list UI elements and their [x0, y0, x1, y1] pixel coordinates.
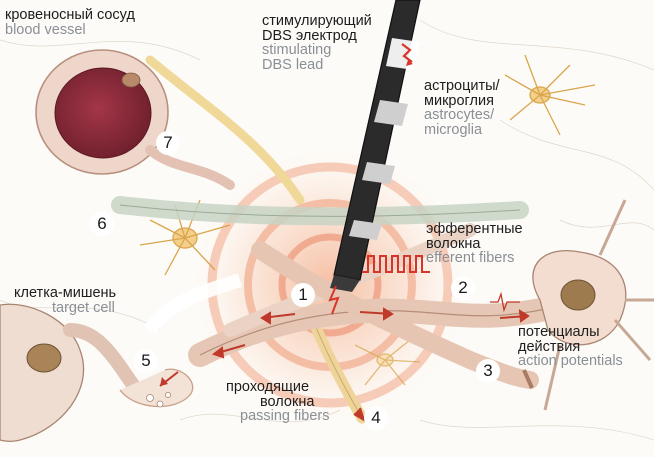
dbs-lead-label: стимулирующий DBS электрод stimulating D… [262, 14, 372, 72]
marker-2: 2 [451, 276, 475, 300]
action-potentials-ru-1: потенциалы [518, 325, 623, 340]
blood-vessel [36, 50, 230, 185]
action-potentials-en: action potentials [518, 354, 623, 369]
action-potentials-label: потенциалы действия action potentials [518, 325, 623, 369]
marker-6: 6 [90, 212, 114, 236]
marker-3: 3 [476, 359, 500, 383]
efferent-en: efferent fibers [426, 251, 523, 266]
target-cell-en: target cell [14, 301, 116, 316]
passing-en: passing fibers [226, 409, 329, 424]
marker-1: 1 [291, 283, 315, 307]
astrocyte-top-right [505, 55, 595, 135]
glia-ru-2: микроглия [424, 94, 500, 109]
dbs-lead-en-2: DBS lead [262, 58, 372, 73]
blood-vessel-ru: кровеносный сосуд [5, 8, 135, 23]
passing-ru-2: волокна [226, 395, 329, 410]
target-cell-ru: клетка-мишень [14, 286, 116, 301]
glia-ru-1: астроциты/ [424, 79, 500, 94]
glia-label: астроциты/ микроглия astrocytes/ microgl… [424, 79, 500, 137]
glia-en-1: astrocytes/ [424, 108, 500, 123]
target-cell-label: клетка-мишень target cell [14, 286, 116, 315]
dbs-lead-ru-1: стимулирующий [262, 14, 372, 29]
passing-ru-1: проходящие [226, 380, 329, 395]
dbs-lead-ru-2: DBS электрод [262, 29, 372, 44]
marker-7: 7 [156, 131, 180, 155]
action-potentials-ru-2: действия [518, 340, 623, 355]
blood-vessel-en: blood vessel [5, 23, 135, 38]
marker-5: 5 [134, 349, 158, 373]
marker-4: 4 [364, 406, 388, 430]
efferent-fibers-label: эфферентные волокна efferent fibers [426, 222, 523, 266]
efferent-ru-1: эфферентные [426, 222, 523, 237]
blood-vessel-label: кровеносный сосуд blood vessel [5, 8, 135, 37]
passing-fibers-label: проходящие волокна passing fibers [226, 380, 329, 424]
dbs-lead-en-1: stimulating [262, 43, 372, 58]
glia-en-2: microglia [424, 123, 500, 138]
efferent-ru-2: волокна [426, 237, 523, 252]
target-neuron [533, 200, 654, 410]
